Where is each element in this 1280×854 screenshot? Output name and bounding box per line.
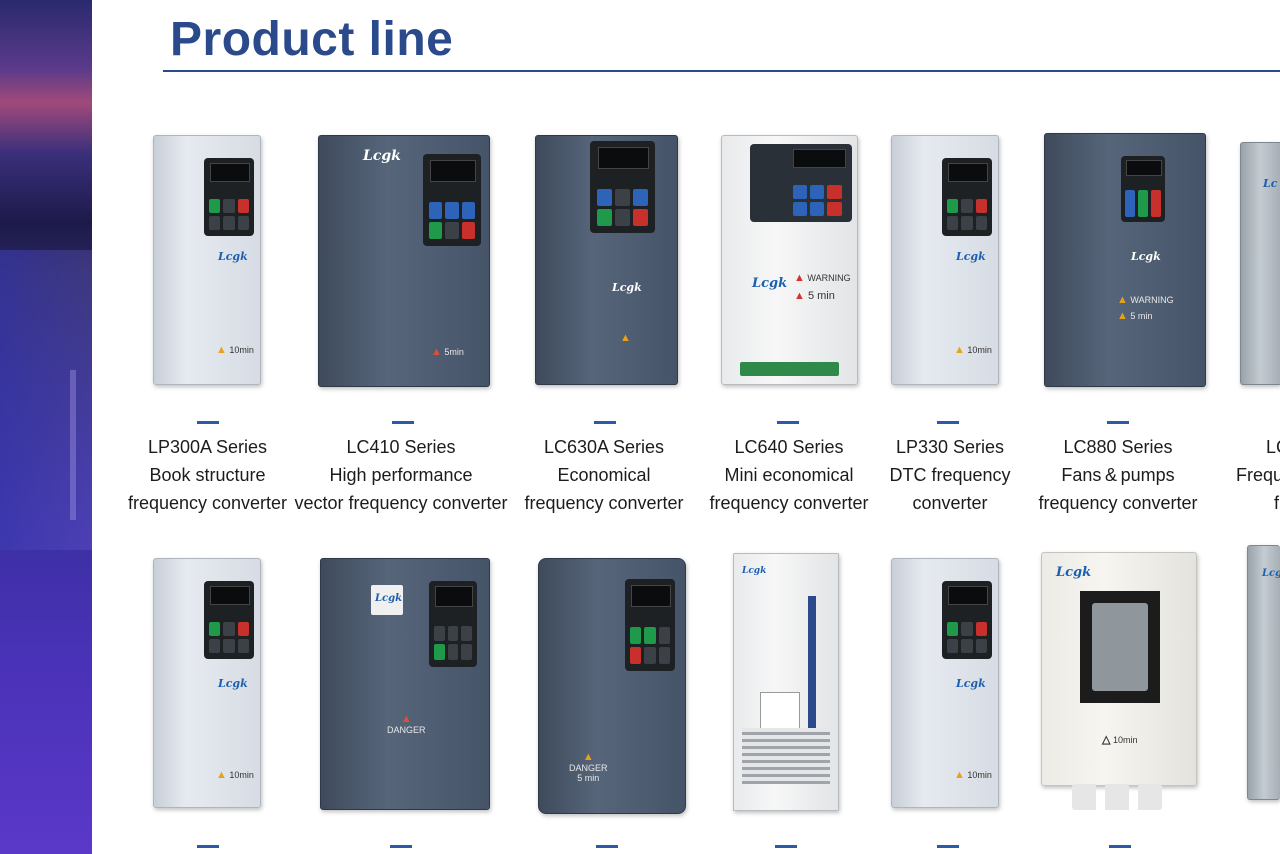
caption-marker [937, 845, 959, 848]
warning-label: ▲ WARNING [1117, 294, 1174, 306]
caption-marker [1107, 421, 1129, 424]
warning-time: ▲ 5 min [1117, 310, 1153, 322]
product-image-lc880: Lcgk ▲ WARNING ▲ 5 min [1044, 133, 1206, 387]
keypad-panel [204, 581, 254, 659]
keypad-window [1080, 591, 1160, 703]
product-image-lc640: Lcgk ▲ WARNING ▲ 5 min [721, 135, 858, 385]
title-divider [163, 70, 1280, 72]
product-image-partial-row1: Lc [1240, 142, 1280, 385]
brand-logo: Lcgk [363, 148, 401, 164]
warning-label: ▲ 5min [431, 346, 464, 358]
product-image-lp330: Lcgk ▲ 10min [891, 135, 999, 385]
brand-logo: Lcgk [1131, 250, 1161, 263]
warning-label: ▲ WARNING [794, 272, 851, 284]
caption-marker [594, 421, 616, 424]
brand-logo: Lcgk [956, 677, 986, 690]
terminal-block [740, 362, 839, 376]
caption-marker [937, 421, 959, 424]
brand-logo: Lcgk [218, 677, 248, 690]
cabinet-vents [742, 728, 830, 785]
keypad-panel [204, 158, 254, 236]
brand-logo: Lcgk [956, 250, 986, 263]
brand-logo: Lcgk [742, 566, 767, 576]
keypad-panel [750, 144, 852, 222]
product-image-lp300a: Lcgk ▲ 10min [153, 135, 261, 385]
sidebar-glow [0, 250, 92, 550]
caption-marker [197, 421, 219, 424]
caption-marker [390, 845, 412, 848]
sidebar-streak [70, 370, 76, 520]
warning-label: △ 10min [1102, 734, 1138, 746]
brand-badge: Lcgk [371, 585, 403, 615]
warning-placard [760, 692, 800, 730]
warning-time: ▲ 5 min [794, 290, 835, 302]
brand-logo: Lcg [1262, 568, 1280, 579]
warning-label: ▲ [620, 332, 631, 344]
brand-logo: Lcgk [1056, 565, 1092, 580]
keypad-panel [942, 158, 992, 236]
brand-logo: Lcgk [218, 250, 248, 263]
caption-marker [1109, 845, 1131, 848]
panel-strip [808, 596, 816, 736]
brand-logo: Lcgk [612, 281, 642, 294]
product-image-lc410: Lcgk ▲ 5min [318, 135, 490, 387]
warning-label: ▲ 10min [216, 344, 254, 356]
caption-marker [392, 421, 414, 424]
caption-marker [197, 845, 219, 848]
brand-logo: Lcgk [752, 276, 788, 291]
keypad-panel [429, 581, 477, 667]
keypad-panel [423, 154, 481, 246]
page-title: Product line [170, 13, 454, 66]
keypad-panel [590, 141, 655, 233]
caption-marker [775, 845, 797, 848]
product-image-lc630a: Lcgk ▲ [535, 135, 678, 385]
keypad-panel [1121, 156, 1165, 222]
product-image-row2-2: Lcgk ▲DANGER [320, 558, 490, 810]
product-caption-partial: LCFrequf [1236, 437, 1280, 513]
keypad-panel [942, 581, 992, 659]
keypad-panel [625, 579, 675, 671]
product-image-partial-row2: Lcg [1247, 545, 1280, 800]
brand-logo: Lc [1263, 177, 1278, 190]
warning-label: ▲ 10min [954, 769, 992, 781]
product-image-row2-5: Lcgk ▲ 10min [891, 558, 999, 808]
caption-marker [596, 845, 618, 848]
warning-label: ▲ 10min [216, 769, 254, 781]
product-image-row2-6: Lcgk △ 10min [1041, 552, 1197, 786]
warning-label: ▲ 10min [954, 344, 992, 356]
product-image-row2-1: Lcgk ▲ 10min [153, 558, 261, 808]
cable-glands [1072, 784, 1162, 810]
product-image-row2-4-cabinet: Lcgk [733, 553, 839, 811]
caption-marker [777, 421, 799, 424]
danger-label: ▲DANGER [387, 713, 426, 735]
decorative-sidebar [0, 0, 92, 854]
